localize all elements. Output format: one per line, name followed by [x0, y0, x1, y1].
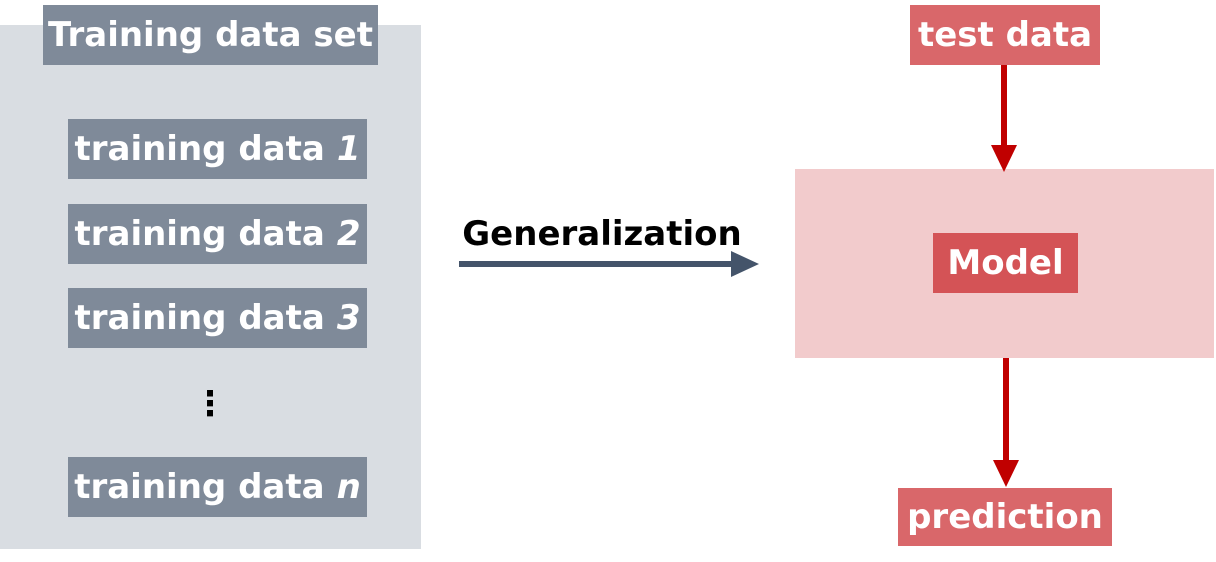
generalization-label: Generalization	[462, 210, 742, 258]
model-to-prediction-arrow	[993, 358, 1019, 487]
test-data-box: test data	[910, 5, 1100, 65]
training-data-label: training data	[74, 298, 325, 338]
prediction-label: prediction	[907, 497, 1103, 537]
test-data-label: test data	[917, 15, 1093, 55]
training-data-item-1: training data 1	[68, 119, 367, 179]
ellipsis-glyph: ⋮	[193, 384, 227, 424]
training-data-index: n	[336, 467, 361, 507]
training-data-item-3: training data 3	[68, 288, 367, 348]
training-data-label: training data	[74, 129, 325, 169]
vertical-ellipsis: ⋮	[190, 384, 230, 424]
training-data-index: 3	[336, 298, 361, 338]
model-label: Model	[947, 243, 1064, 283]
training-data-index: 2	[336, 214, 361, 254]
training-data-item-2: training data 2	[68, 204, 367, 264]
training-data-label: training data	[74, 467, 325, 507]
training-data-label: training data	[74, 214, 325, 254]
model-box: Model	[933, 233, 1078, 293]
training-data-index: 1	[336, 129, 361, 169]
prediction-box: prediction	[898, 488, 1112, 546]
training-set-title-text: Training data set	[48, 15, 373, 55]
training-data-item-n: training data n	[68, 457, 367, 517]
generalization-label-text: Generalization	[462, 214, 742, 254]
test-to-model-arrow	[991, 65, 1017, 172]
training-set-title: Training data set	[43, 5, 378, 65]
